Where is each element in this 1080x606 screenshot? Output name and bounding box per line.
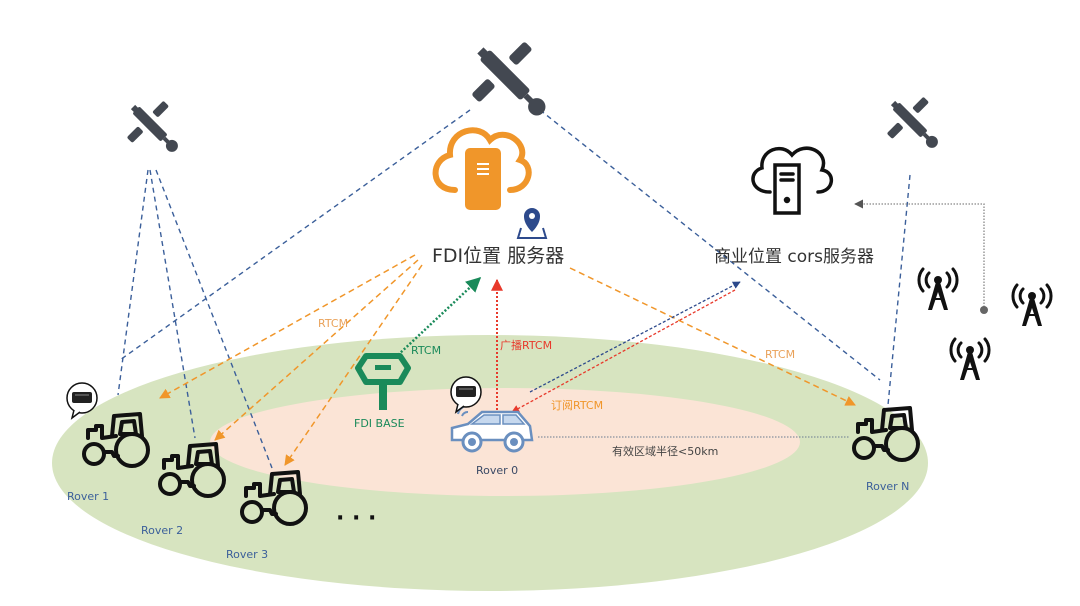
rtcm-label-base: RTCM [411, 344, 441, 357]
rover2-label: Rover 2 [141, 524, 183, 537]
tower-link [854, 199, 985, 310]
fdi-cloud-server-icon [432, 127, 532, 210]
rtcm-label-left: RTCM [318, 317, 348, 330]
base-label: FDI BASE [354, 417, 405, 430]
satellite-icon-center [453, 23, 570, 140]
subscribe-rtcm-link [511, 289, 736, 413]
satellite-icon-right [874, 84, 955, 165]
range-label: 有效区域半径<50km [612, 444, 718, 458]
subscribe-request-link [529, 281, 741, 393]
fdi-rtcm-links [159, 254, 856, 466]
satellite-links [117, 109, 911, 469]
roverN-label: Rover N [866, 480, 909, 493]
broadcast-rtcm-label: 广播RTCM [500, 338, 552, 352]
rtcm-label-right: RTCM [765, 348, 795, 361]
commercial-cloud-server-icon [751, 146, 833, 215]
more-rovers-ellipsis: · · · [336, 506, 376, 531]
cell-tower-icon-2 [1011, 283, 1053, 328]
satellite-icon-left [114, 88, 195, 169]
tower-hub-dot [980, 306, 988, 314]
fdi-server-label: FDI位置 服务器 [432, 245, 564, 267]
base-station-icon [355, 353, 411, 410]
location-pin-icon [516, 208, 548, 239]
cell-tower-icon-1 [917, 267, 959, 312]
rover3-label: Rover 3 [226, 548, 268, 561]
rover1-label: Rover 1 [67, 490, 109, 503]
commercial-server-label: 商业位置 cors服务器 [714, 247, 874, 267]
base-upload-link [397, 276, 482, 356]
cell-tower-icon-3 [949, 337, 991, 382]
car-icon [450, 405, 534, 453]
rover0-label: Rover 0 [476, 464, 518, 477]
subscribe-rtcm-label: 订阅RTCM [551, 399, 603, 412]
